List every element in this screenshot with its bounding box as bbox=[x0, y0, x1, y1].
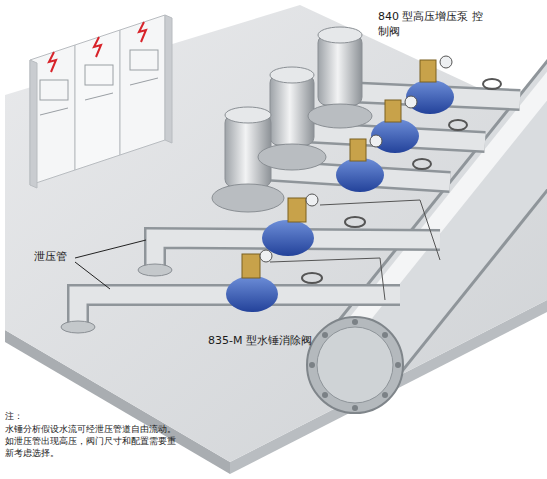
valve-label: 840 型高压增压泵 控制阀 bbox=[378, 10, 486, 40]
leader-lines bbox=[75, 240, 146, 289]
part-label: 泄压管 bbox=[34, 250, 94, 265]
note-heading: 注： bbox=[5, 410, 45, 422]
electrical-cabinets bbox=[30, 15, 172, 188]
valve-label: 835-M 型水锤消除阀 bbox=[208, 334, 358, 349]
control-valves bbox=[336, 56, 501, 192]
relief-pipes bbox=[61, 194, 440, 333]
note-text: 水锤分析假设水流可经泄压管道自由流动。如泄压管出现高压，阀门尺寸和配置需要重新考… bbox=[5, 423, 177, 459]
